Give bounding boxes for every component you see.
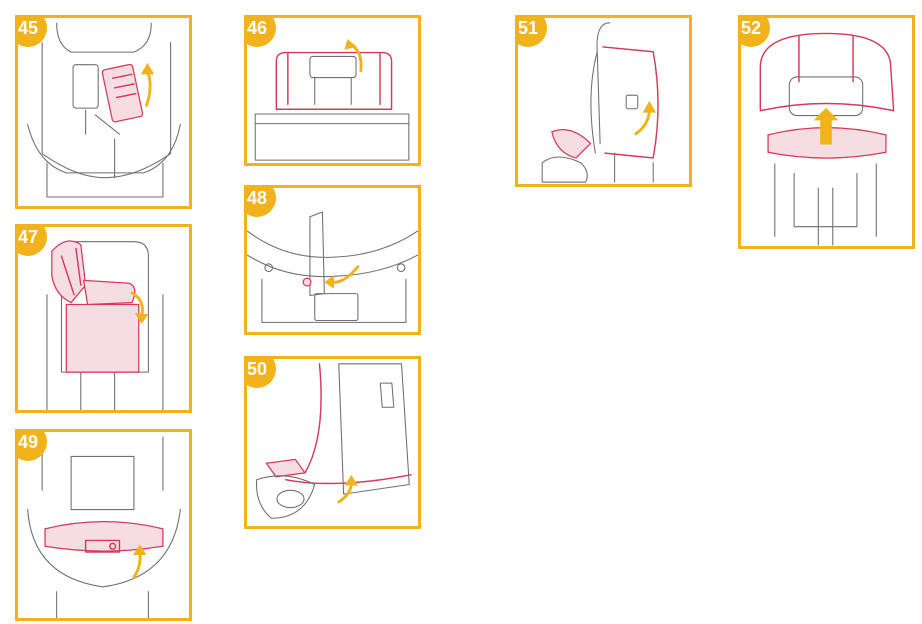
step-47-illustration — [46, 240, 164, 410]
step-47-badge: 47 — [18, 227, 47, 256]
step-46-badge: 46 — [247, 18, 276, 47]
step-48-panel: 48 — [244, 185, 421, 335]
step-52-illustration — [759, 32, 895, 246]
step-47-panel: 47 — [15, 224, 192, 413]
step-46-illustration — [254, 39, 410, 161]
step-45-panel: 45 — [15, 15, 192, 209]
step-50-panel: 50 — [244, 356, 421, 529]
step-51-illustration — [541, 22, 659, 183]
step-49-illustration — [27, 436, 181, 618]
step-46-panel: 46 — [244, 15, 421, 166]
step-52-panel: 52 — [738, 15, 915, 249]
step-51-panel: 51 — [515, 15, 692, 187]
step-45-badge: 45 — [18, 18, 47, 47]
step-48-illustration — [247, 211, 418, 323]
step-45-illustration — [27, 22, 181, 198]
step-50-illustration — [255, 363, 412, 519]
step-49-panel: 49 — [15, 429, 192, 621]
